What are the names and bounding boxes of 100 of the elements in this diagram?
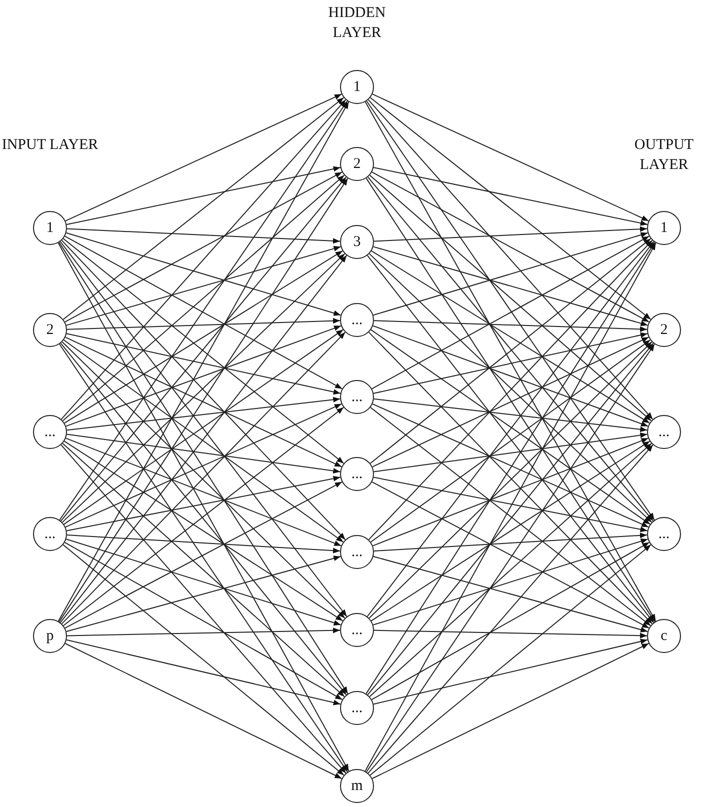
arrow xyxy=(66,628,340,636)
arrow xyxy=(366,178,656,622)
neuron-label: 2 xyxy=(46,322,54,338)
arrow xyxy=(59,344,348,772)
arrow xyxy=(66,232,342,316)
arrow xyxy=(373,432,648,472)
neuron-circle xyxy=(33,211,67,245)
arrow xyxy=(58,101,350,622)
arrow xyxy=(62,442,345,698)
arrow xyxy=(64,250,343,424)
neuron-label: 2 xyxy=(660,322,668,338)
arrow xyxy=(373,398,648,432)
arrow xyxy=(368,444,654,774)
layer-heading: HIDDEN LAYER xyxy=(327,4,387,43)
neuron-label: ... xyxy=(351,390,363,404)
arrow xyxy=(371,542,650,700)
arrow xyxy=(66,538,342,626)
arrow xyxy=(373,476,648,532)
arrow xyxy=(66,476,341,532)
arrow xyxy=(373,332,648,394)
neuron-label: 1 xyxy=(46,220,54,236)
arrow xyxy=(373,638,648,705)
arrow xyxy=(66,333,341,395)
neuron-label: ... xyxy=(351,622,363,638)
neuron-circle xyxy=(33,313,67,347)
arrow xyxy=(66,325,342,427)
arrow xyxy=(64,336,342,468)
arrow xyxy=(371,250,650,424)
neuron-label: 1 xyxy=(660,220,668,236)
arrow xyxy=(372,94,650,222)
arrow xyxy=(66,434,341,474)
arrow xyxy=(60,444,346,774)
arrow xyxy=(64,542,343,700)
arrow xyxy=(60,99,346,420)
arrow xyxy=(66,318,340,330)
arrow xyxy=(372,172,650,322)
neuron-label: p xyxy=(46,628,54,644)
neuron-circle xyxy=(647,211,681,245)
arrow xyxy=(65,438,342,546)
arrow xyxy=(366,100,655,520)
neuron-circle xyxy=(340,613,374,647)
arrow xyxy=(372,481,650,629)
neuron-label: ... xyxy=(658,526,670,542)
arrow xyxy=(66,534,340,554)
neuron-circle xyxy=(33,619,67,653)
neuron-circle xyxy=(340,535,374,569)
arrow xyxy=(372,538,648,626)
neuron-label: ... xyxy=(351,466,363,482)
arrow xyxy=(372,246,648,326)
neuron-circle xyxy=(340,769,374,803)
neuron-circle xyxy=(340,225,374,259)
arrow xyxy=(58,178,348,622)
arrow xyxy=(369,442,652,698)
arrow xyxy=(64,440,344,622)
arrow xyxy=(370,97,652,320)
arrow xyxy=(66,639,341,706)
arrow xyxy=(374,320,648,332)
arrow xyxy=(372,643,650,779)
neuron-circle xyxy=(340,380,374,414)
arrow xyxy=(66,166,341,225)
arrow xyxy=(66,228,340,244)
arrow xyxy=(366,344,655,772)
arrow xyxy=(371,236,650,390)
arrow xyxy=(372,336,650,468)
neuron-label: m xyxy=(351,778,363,794)
arrow xyxy=(62,406,344,626)
neuron-label: ... xyxy=(44,424,56,440)
layer-heading: INPUT LAYER xyxy=(0,136,100,155)
neuron-label: ... xyxy=(44,526,56,542)
layer-heading: OUTPUT LAYER xyxy=(633,136,695,175)
arrow xyxy=(370,544,652,776)
neuron-circle xyxy=(340,691,374,725)
neuron-label: 1 xyxy=(353,80,361,94)
arrow xyxy=(60,176,347,522)
arrow xyxy=(64,643,342,779)
arrow xyxy=(374,226,648,242)
arrow xyxy=(60,342,347,696)
arrow xyxy=(364,242,656,772)
neuron-circle xyxy=(647,619,681,653)
arrow xyxy=(366,242,656,694)
neuron-circle xyxy=(647,313,681,347)
arrow xyxy=(62,97,344,320)
arrow xyxy=(368,99,654,420)
arrow xyxy=(374,630,648,638)
arrow xyxy=(372,325,648,427)
arrow xyxy=(374,532,648,552)
arrow xyxy=(64,94,342,222)
arrow xyxy=(62,238,344,464)
neuron-circle xyxy=(647,415,681,449)
arrow xyxy=(370,406,652,626)
arrow xyxy=(66,396,341,431)
neuron-circle xyxy=(33,415,67,449)
arrow xyxy=(65,403,342,528)
arrow xyxy=(364,101,656,622)
arrow xyxy=(370,440,650,622)
arrow xyxy=(370,238,652,464)
neuron-circle xyxy=(33,517,67,551)
arrow xyxy=(58,242,350,772)
arrow xyxy=(64,481,342,629)
arrow xyxy=(369,174,652,422)
